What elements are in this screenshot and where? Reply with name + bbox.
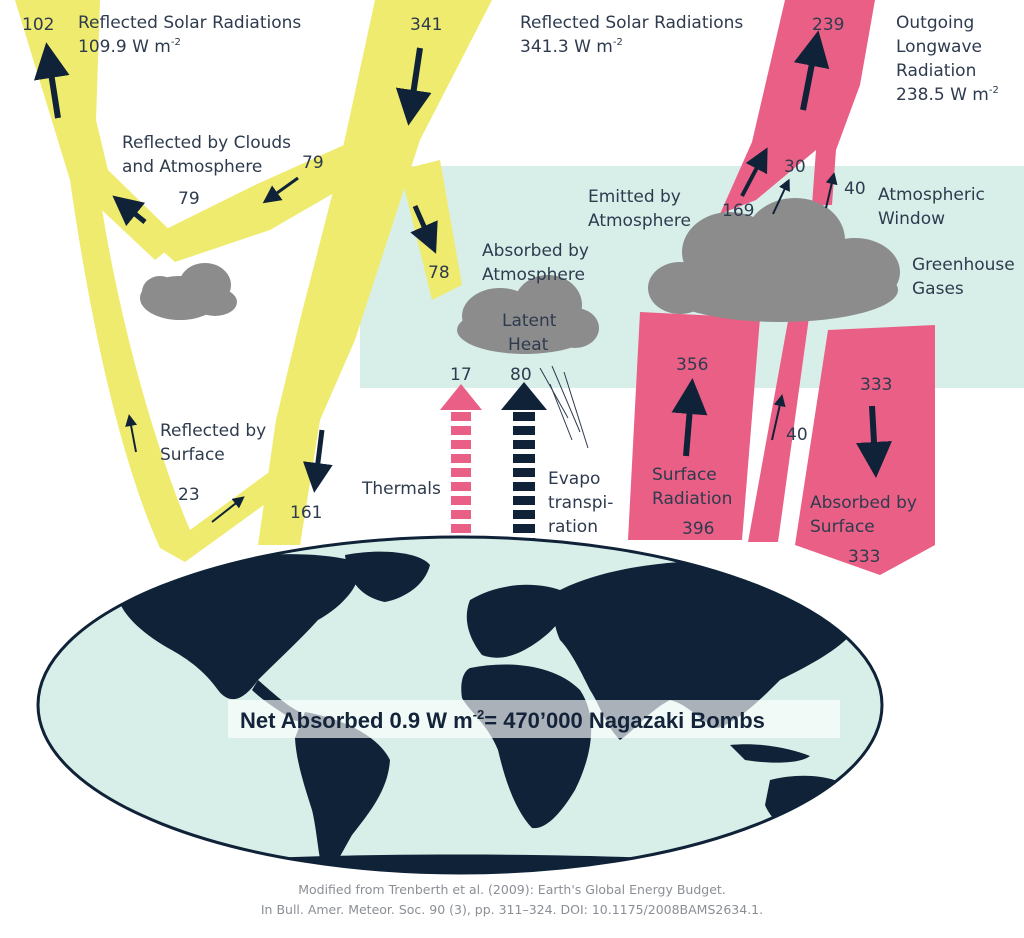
value-latent: 80 [510, 365, 532, 385]
value-window-surface: 40 [786, 425, 808, 445]
cloud-greenhouse [648, 198, 900, 322]
arrow-absorbed-78 [410, 204, 438, 254]
arrow-incoming-down [395, 47, 432, 126]
net-absorbed-banner-bg [228, 700, 840, 738]
rain-streaks [539, 365, 589, 449]
value-back-rad: 333 [860, 375, 892, 395]
label-reflected-clouds-1: Reflected by Clouds [122, 133, 291, 153]
label-emitted-atm-2: Atmosphere [588, 211, 691, 231]
cloud-shapes [140, 198, 900, 354]
value-reflected-total: 102 [22, 15, 54, 35]
label-surface-rad-2: Radiation [652, 489, 732, 509]
arrow-reflected-up [33, 42, 70, 119]
arrow-window-surface [771, 394, 786, 441]
label-greenhouse-1: Greenhouse [912, 255, 1015, 275]
label-thermals: Thermals [361, 479, 441, 499]
label-reflected-solar-left: Reflected Solar Radiations [78, 13, 301, 33]
value-incoming: 341 [410, 15, 442, 35]
arrow-clouds-left [112, 195, 147, 227]
label-absorbed-surface-1: Absorbed by [810, 493, 917, 513]
arrow-clouds-79 [262, 176, 299, 204]
label-reflected-solar-right: Reflected Solar Radiations [520, 13, 743, 33]
arrow-161-down [302, 429, 333, 493]
label-absorbed-atm-1: Absorbed by [482, 241, 589, 261]
value-atm-30: 30 [784, 157, 806, 177]
label-atm-window-2: Window [878, 209, 945, 229]
value-reflected-solar-left: 109.9 W m-2 [78, 37, 181, 57]
value-clouds-label: 79 [178, 189, 200, 209]
incoming-solar-band [258, 0, 492, 545]
value-outgoing: 238.5 W m-2 [896, 85, 999, 105]
window-band [748, 310, 810, 542]
evapotranspiration-arrow [501, 382, 547, 544]
flow-arrows [33, 30, 892, 523]
value-emitted-atm: 169 [722, 201, 754, 221]
label-evapo-3: ration [548, 517, 598, 537]
cloud-latent-heat [457, 275, 599, 354]
label-absorbed-atm-2: Atmosphere [482, 265, 585, 285]
value-reflected-solar-right: 341.3 W m-2 [520, 37, 623, 57]
label-atm-window-1: Atmospheric [878, 185, 985, 205]
label-outgoing-3: Radiation [896, 61, 976, 81]
value-reflected-surface: 23 [178, 485, 200, 505]
value-window: 40 [844, 179, 866, 199]
arrow-30 [772, 178, 790, 215]
label-surface-rad-1: Surface [652, 465, 717, 485]
surface-radiation-band [628, 312, 760, 540]
arrow-356-up [671, 378, 708, 457]
value-clouds-arrow: 79 [302, 153, 324, 173]
surface-reflection-loop [70, 180, 290, 562]
label-reflected-surface-1: Reflected by [160, 421, 266, 441]
value-surface-rad: 396 [682, 519, 714, 539]
arrow-333-down [856, 405, 892, 478]
arrow-surface-refl-up [125, 414, 138, 453]
clouds-reflection-band [148, 145, 365, 262]
label-greenhouse-2: Gases [912, 279, 964, 299]
cloud-small [140, 263, 237, 320]
arrow-outgoing-up [793, 30, 830, 111]
net-absorbed-banner: Net Absorbed 0.9 W m-2= 470’000 Nagazaki… [240, 707, 765, 733]
label-reflected-clouds-2: and Atmosphere [122, 157, 262, 177]
credit-line-2: In Bull. Amer. Meteor. Soc. 90 (3), pp. … [261, 902, 763, 917]
value-absorbed-atm: 78 [428, 263, 450, 283]
land-south-america [295, 712, 390, 873]
land-north-america [118, 554, 359, 700]
label-evapo-1: Evapo [548, 469, 600, 489]
label-outgoing-2: Longwave [896, 37, 982, 57]
land-asia [554, 560, 863, 740]
arrow-surface-refl-23 [211, 496, 245, 523]
value-surface-rad-up: 356 [676, 355, 708, 375]
text-labels: Reflected Solar Radiations 109.9 W m-2 R… [78, 13, 1015, 537]
land-australia [765, 775, 862, 838]
thermals-arrow [440, 384, 482, 544]
arrow-window-40 [825, 172, 838, 209]
label-outgoing-1: Outgoing [896, 13, 974, 33]
arrow-emitted-169 [740, 147, 768, 197]
label-absorbed-surface-2: Surface [810, 517, 875, 537]
label-latent-1: Latent [502, 311, 557, 331]
land-europe [466, 584, 567, 658]
land-antarctica [200, 854, 720, 873]
label-reflected-surface-2: Surface [160, 445, 225, 465]
label-latent-2: Heat [508, 335, 549, 355]
land-indonesia [730, 744, 810, 763]
value-absorbed-surface-solar: 161 [290, 503, 322, 523]
value-outgoing-239: 239 [812, 15, 844, 35]
label-emitted-atm-1: Emitted by [588, 187, 681, 207]
flow-values: 102 341 239 79 79 78 169 30 40 17 80 356… [22, 15, 892, 567]
value-thermals: 17 [450, 365, 472, 385]
value-absorbed-surface: 333 [848, 547, 880, 567]
land-greenland [345, 551, 430, 602]
credit-line-1: Modified from Trenberth et al. (2009): E… [298, 882, 726, 897]
label-evapo-2: transpi- [548, 493, 613, 513]
